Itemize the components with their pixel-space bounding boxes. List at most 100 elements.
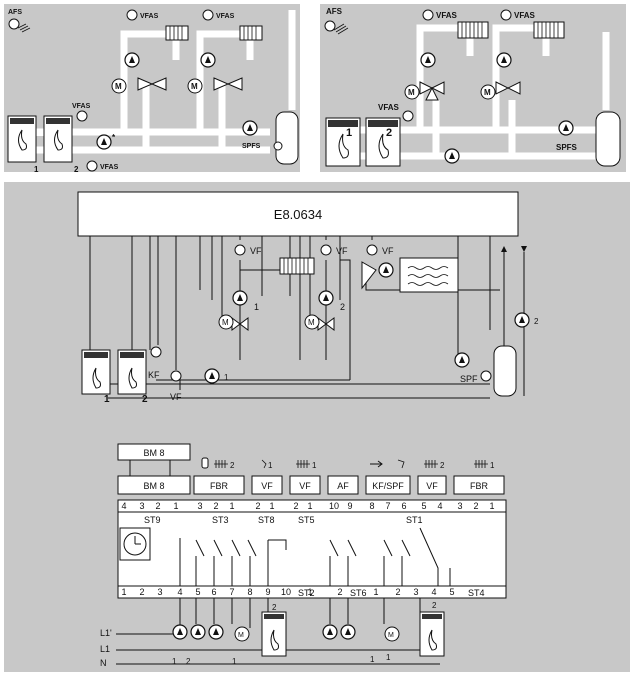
line-n: N [100,658,107,668]
vf-sensor-icon [170,370,182,382]
vf-label: VF [382,246,394,256]
controller-label: E8.0634 [274,207,322,222]
terminal-pin: 2 [139,587,144,597]
panel-single-boiler-cascade: VFAS VFAS VFAS VFAS AFS M M 1 2 [4,4,300,174]
circulation-pump-icon [514,312,530,328]
vfas-sensor-icon [76,110,88,122]
header-label: AF [337,481,349,491]
mixing-valve-icon [419,81,445,101]
star-label: * [112,133,116,142]
vfas-label: VFAS [436,11,458,20]
motor-label: M [308,318,315,327]
terminal-pin: 5 [449,587,454,597]
terminal-pin: 2 [473,501,478,511]
vfas-label: VFAS [140,13,159,20]
fbr-icon-label: 1 [490,461,495,470]
boiler-1-label: 1 [346,127,352,139]
outdoor-sensor-icon [8,18,20,30]
section-label: ST8 [258,515,275,525]
motor-label: M [115,82,122,91]
pump-2-label: 2 [534,317,539,326]
vfas-sensor-icon [202,9,214,21]
load-pump-icon [172,624,188,640]
boiler-pump-icon [444,148,460,164]
pump-icon [124,52,140,68]
terminal-pin: 4 [437,501,442,511]
terminal-pin: 2 [213,501,218,511]
connector-fbr [453,475,505,495]
load-label: 2 [432,601,437,610]
radiator-icon [296,460,310,468]
terminal-pin: 2 [395,587,400,597]
terminal-pin: 10 [329,501,339,511]
connector-kf-spf [365,475,411,495]
pump-1-label: 1 [224,373,229,382]
vf-icon-label: 2 [440,461,445,470]
fbr-icon-label: 2 [230,461,235,470]
hot-water-tank-icon [275,111,299,165]
afs-label: AFS [326,7,343,16]
terminal-pin: 8 [247,587,252,597]
boiler-2-label: 2 [386,127,392,139]
vfas-label: VFAS [378,103,400,112]
header-label: VF [299,481,311,491]
mixer-motor-icon [480,84,496,100]
boiler-pump-icon [96,134,112,150]
header-label: VF [261,481,273,491]
load-pump-icon [322,624,338,640]
motor-label: M [222,318,229,327]
terminal-pin: 10 [281,587,291,597]
kf-sensor-icon [150,346,162,358]
mixer-motor-icon [111,78,127,94]
pump-icon [232,290,248,306]
vfas-sensor-icon [86,160,98,172]
spfs-label: SPFS [242,143,261,150]
boiler-1-label: 1 [104,394,110,405]
radiator-icon [165,25,189,41]
terminal-pin: 4 [121,501,126,511]
mixing-valve-icon [213,77,243,91]
terminal-pin: 4 [177,587,182,597]
pump-icon [378,262,394,278]
terminal-pin: 6 [401,501,406,511]
load-label: 1 [232,657,237,666]
motor-label: M [388,632,394,639]
load-boiler-2-icon [419,611,445,657]
boiler-2-icon [43,115,73,163]
terminal-pin: 2 [155,501,160,511]
vfas-label: VFAS [100,164,119,171]
vf-icon-label: 1 [268,461,273,470]
header-label: BM 8 [143,481,164,491]
load-motor-icon [234,626,250,642]
terminal-pin: 1 [307,587,312,597]
terminal-pin: 3 [139,501,144,511]
bm8-top-label: BM 8 [143,448,164,458]
motor-label: M [484,88,491,97]
connector-vf [289,475,321,495]
line-l1: L1 [100,644,110,654]
vf-sensor-icon [234,244,246,256]
section-label: ST9 [144,515,161,525]
vf-sensor-icon [366,244,378,256]
boiler-2-icon [365,117,401,167]
terminal-pin: 3 [413,587,418,597]
boiler-1-icon [81,349,111,395]
terminal-pin: 1 [489,501,494,511]
room-unit-icon [201,457,209,469]
terminal-pin: 9 [265,587,270,597]
terminal-pin: 2 [255,501,260,511]
vfas-sensor-icon [422,9,434,21]
vf-sensor-icon [320,244,332,256]
radiator-icon [279,257,315,275]
spf-label: SPF [460,374,478,384]
section-label: ST3 [212,515,229,525]
storage-pump-icon [242,120,258,136]
load-boiler-1-icon [261,611,287,657]
boiler-1-icon [325,117,361,167]
terminal-pin: 7 [229,587,234,597]
vfas-sensor-icon [500,9,512,21]
connector-vf [417,475,447,495]
